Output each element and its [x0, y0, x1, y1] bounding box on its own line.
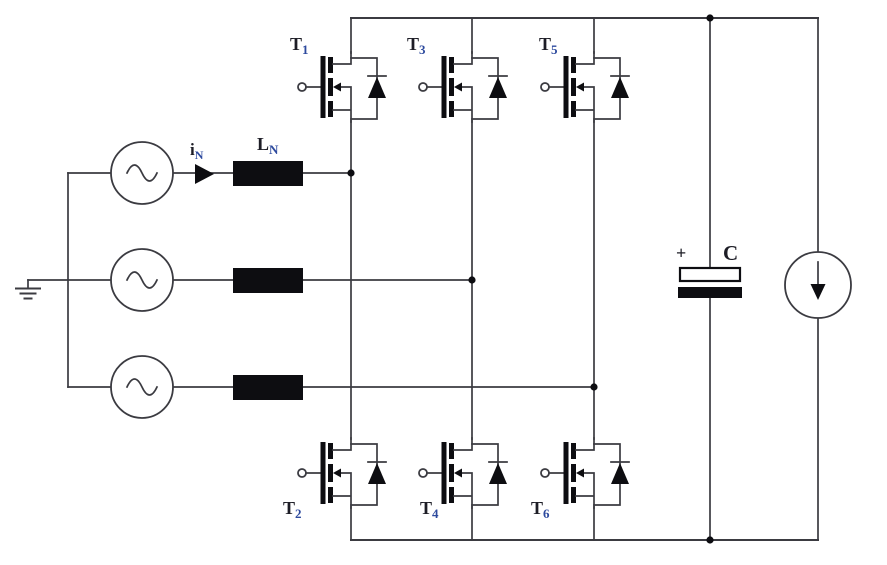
junction-dot — [347, 169, 355, 177]
junction-dot — [706, 14, 714, 22]
label-input-current: iN — [190, 140, 204, 162]
label-subscript: 2 — [295, 506, 302, 521]
label-subscript: N — [269, 142, 279, 157]
transistor-t5-symbol — [540, 51, 630, 123]
label-main-text: T — [283, 498, 295, 518]
transistor-t2-symbol — [297, 437, 387, 509]
label-main-text: T — [420, 498, 432, 518]
label-main-text: T — [407, 34, 419, 54]
ac-source-1 — [110, 141, 174, 205]
ac-source-2 — [110, 248, 174, 312]
junction-dot — [590, 383, 598, 391]
ground-icon — [15, 279, 41, 300]
label-subscript: 1 — [302, 42, 309, 57]
label-subscript: 5 — [551, 42, 558, 57]
transistor-t1-symbol — [297, 51, 387, 123]
label-main-text: L — [257, 134, 269, 154]
label-line-inductor: LN — [257, 134, 279, 157]
inductor-phase-b-icon — [233, 268, 303, 293]
label-main-text: i — [190, 140, 195, 159]
junction-dots — [347, 14, 714, 544]
label-main-text: T — [290, 34, 302, 54]
sine-wave-icon — [125, 271, 159, 289]
ac-source-3 — [110, 355, 174, 419]
sine-wave-icon — [125, 378, 159, 396]
down-arrow-icon — [810, 284, 826, 300]
label-capacitor-polarity: + — [676, 243, 686, 263]
label-t6: T6 — [531, 498, 550, 521]
load-current-source — [784, 17, 852, 541]
label-subscript: 3 — [419, 42, 426, 57]
label-t1: T1 — [290, 34, 309, 57]
inductor-phase-a-icon — [233, 161, 303, 186]
sine-wave-icon — [125, 164, 159, 182]
transistor-t6-symbol — [540, 437, 630, 509]
transistor-t3-symbol — [418, 51, 508, 123]
dc-link-capacitor — [678, 17, 742, 541]
capacitor-positive-plate-icon — [678, 266, 742, 283]
label-main-text: T — [539, 34, 551, 54]
junction-dot — [706, 536, 714, 544]
label-subscript: 6 — [543, 506, 550, 521]
label-t4: T4 — [420, 498, 439, 521]
inductor-phase-c-icon — [233, 375, 303, 400]
label-t2: T2 — [283, 498, 302, 521]
transistor-t4-symbol — [418, 437, 508, 509]
label-subscript: 4 — [432, 506, 439, 521]
capacitor-negative-plate-icon — [678, 287, 742, 298]
current-direction-arrow-icon — [195, 164, 214, 184]
label-subscript: N — [195, 148, 204, 162]
label-t3: T3 — [407, 34, 426, 57]
label-main-text: T — [531, 498, 543, 518]
junction-dot — [468, 276, 476, 284]
label-capacitor: C — [723, 241, 738, 265]
label-t5: T5 — [539, 34, 558, 57]
